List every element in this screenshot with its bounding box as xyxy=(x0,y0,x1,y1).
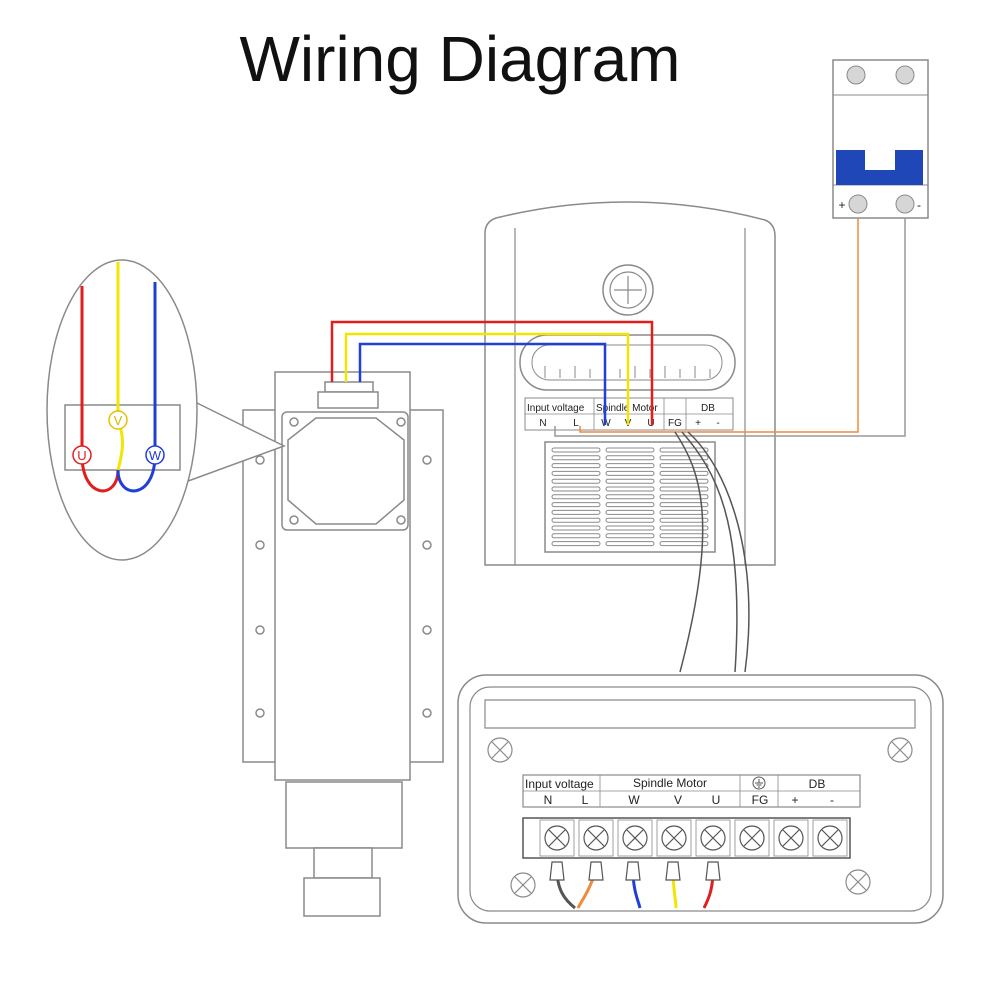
vent-slot xyxy=(659,455,709,461)
terminal-w-marker xyxy=(145,445,165,465)
wire-supply-positive xyxy=(579,218,859,433)
vent-slot xyxy=(605,525,655,531)
terminal-u-marker xyxy=(72,445,92,465)
cable-fg-left xyxy=(674,431,704,673)
vent-slot xyxy=(551,486,601,492)
vent-slot xyxy=(605,486,655,492)
vent-slot xyxy=(551,494,601,500)
vent-slot xyxy=(605,455,655,461)
terminal-screw[interactable] xyxy=(539,819,575,857)
vent-slot xyxy=(605,463,655,469)
breaker-screw-top-right xyxy=(895,65,915,85)
breaker-plus-label: + xyxy=(838,198,845,212)
drive-terminal-minus: - xyxy=(716,418,719,429)
terminal-u-label: U xyxy=(77,448,86,463)
breaker-minus-label: - xyxy=(917,198,921,212)
terminal-screw[interactable] xyxy=(812,819,848,857)
panel-db-label: DB xyxy=(809,777,826,791)
breaker-screw-top-left xyxy=(846,65,866,85)
breaker-screw-minus xyxy=(895,194,915,214)
panel-terminal-u: U xyxy=(712,793,721,807)
vent-slot xyxy=(605,447,655,453)
terminal-screw[interactable] xyxy=(656,819,692,857)
terminal-screw[interactable] xyxy=(734,819,770,857)
vent-slot xyxy=(551,478,601,484)
vent-slot xyxy=(659,517,709,523)
vent-slot xyxy=(605,541,655,547)
drive-terminal-fg: FG xyxy=(668,418,682,429)
circuit-breaker: + - xyxy=(832,59,929,219)
vent-slot xyxy=(659,463,709,469)
vent-slot xyxy=(551,541,601,547)
drive-input-voltage-label: Input voltage xyxy=(527,403,585,414)
motor-winding-callout: U V W xyxy=(46,259,286,561)
vent-slot xyxy=(605,470,655,476)
vent-slot xyxy=(605,478,655,484)
wire-w xyxy=(358,342,607,425)
terminal-w-label: W xyxy=(149,448,162,463)
vent-slot xyxy=(551,525,601,531)
breaker-switch[interactable] xyxy=(836,150,923,185)
panel-terminal-n: N xyxy=(544,793,553,807)
panel-terminal-l: L xyxy=(582,793,589,807)
vent-slot xyxy=(659,470,709,476)
ground-icon xyxy=(752,776,766,790)
terminal-screw[interactable] xyxy=(773,819,809,857)
vent-slot xyxy=(551,533,601,539)
panel-ferrules xyxy=(549,861,721,881)
drive-terminal-n: N xyxy=(539,418,546,429)
panel-input-voltage-label: Input voltage xyxy=(525,777,594,791)
spindle-motor xyxy=(242,371,444,917)
vent-slot xyxy=(659,509,709,515)
wire-supply-negative xyxy=(554,218,906,437)
wire-v xyxy=(344,332,630,425)
vent-slot xyxy=(659,533,709,539)
vent-slot xyxy=(659,447,709,453)
breaker-screw-plus xyxy=(848,194,868,214)
terminal-screw[interactable] xyxy=(617,819,653,857)
vent-slot xyxy=(605,517,655,523)
vent-slot xyxy=(659,478,709,484)
panel-terminal-fg: FG xyxy=(752,793,769,807)
vent-slot xyxy=(551,463,601,469)
panel-terminal-v: V xyxy=(674,793,682,807)
panel-terminal-plus: + xyxy=(791,793,798,807)
cable-fg-right xyxy=(681,431,738,673)
terminal-v-marker xyxy=(108,410,128,430)
supply-wires xyxy=(554,218,906,673)
cable-fg-outer xyxy=(687,431,750,673)
enlarged-terminal-panel: Input voltage Spindle Motor DB N L W V U… xyxy=(457,674,944,924)
motor-cable xyxy=(330,320,654,425)
drive-terminal-l: L xyxy=(573,418,579,429)
panel-spindle-motor-label: Spindle Motor xyxy=(633,776,707,790)
vent-slot xyxy=(605,509,655,515)
vent-slot xyxy=(659,494,709,500)
vent-slot xyxy=(551,509,601,515)
terminal-v-label: V xyxy=(114,413,123,428)
vent-slot xyxy=(551,455,601,461)
vent-slot xyxy=(659,502,709,508)
panel-terminal-minus: - xyxy=(830,793,834,807)
panel-screws xyxy=(487,737,913,898)
vent-slot xyxy=(605,533,655,539)
vent-slot xyxy=(605,494,655,500)
page-title: Wiring Diagram xyxy=(239,23,681,95)
inverter-drive: Input voltage Spindle Motor DB N L W V U… xyxy=(484,201,776,566)
vent-slot xyxy=(551,517,601,523)
panel-terminal-w: W xyxy=(628,793,640,807)
drive-db-label: DB xyxy=(701,403,715,414)
vent-slot xyxy=(551,447,601,453)
vent-slot xyxy=(659,541,709,547)
terminal-screw[interactable] xyxy=(695,819,731,857)
vent-slot xyxy=(551,502,601,508)
terminal-screw[interactable] xyxy=(578,819,614,857)
vent-slot xyxy=(551,470,601,476)
drive-terminal-plus: + xyxy=(695,418,701,429)
drive-terminal-w: W xyxy=(601,418,611,429)
vent-slot xyxy=(605,502,655,508)
vent-slot xyxy=(659,525,709,531)
vent-slot xyxy=(659,486,709,492)
wire-u xyxy=(330,320,654,425)
